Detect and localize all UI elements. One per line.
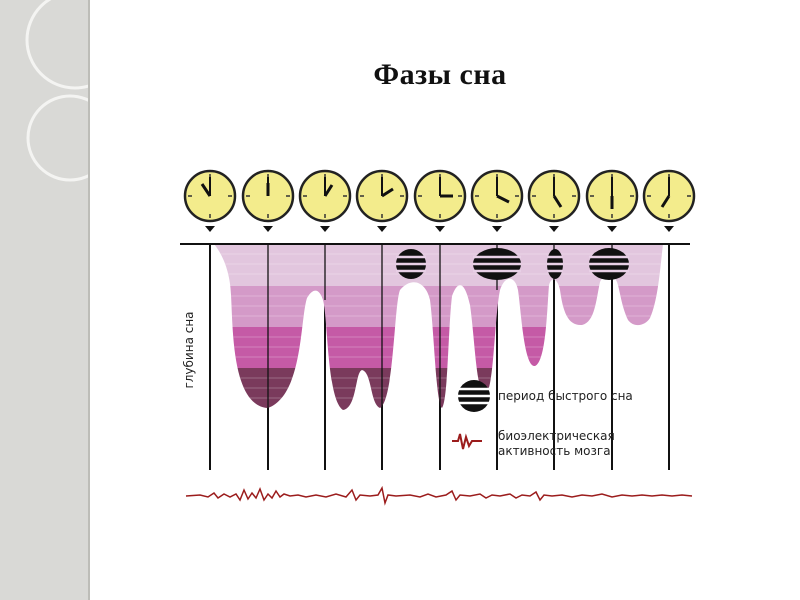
legend-rem-label: период быстрого сна	[498, 389, 633, 403]
clock-icon	[585, 169, 639, 232]
decorative-side-strip	[0, 0, 90, 600]
legend-rem-icon	[458, 380, 490, 412]
clocks-row	[183, 169, 696, 232]
clock-icon	[241, 169, 295, 232]
legend-eeg-icon	[452, 433, 482, 450]
legend: период быстрого сна биоэлектрическая акт…	[452, 380, 633, 458]
legend-eeg-label-line2: активность мозга	[498, 444, 611, 458]
rem-marker	[589, 248, 629, 280]
clock-icon	[527, 169, 581, 232]
clock-icon	[470, 169, 524, 232]
decorative-circles	[25, 0, 88, 182]
eeg-trace	[185, 485, 693, 506]
clock-icon	[183, 169, 237, 232]
clock-icon	[355, 169, 409, 232]
rem-marker	[396, 249, 426, 279]
rem-marker	[547, 249, 563, 279]
rem-marker	[473, 248, 521, 280]
rem-period-markers	[396, 248, 629, 280]
clock-icon	[642, 169, 696, 232]
page-title: Фазы сна	[373, 58, 507, 91]
depth-axis-label: глубина сна	[182, 311, 196, 388]
legend-eeg-label-line1: биоэлектрическая	[498, 429, 615, 443]
clock-icon	[413, 169, 467, 232]
clock-icon	[298, 169, 352, 232]
